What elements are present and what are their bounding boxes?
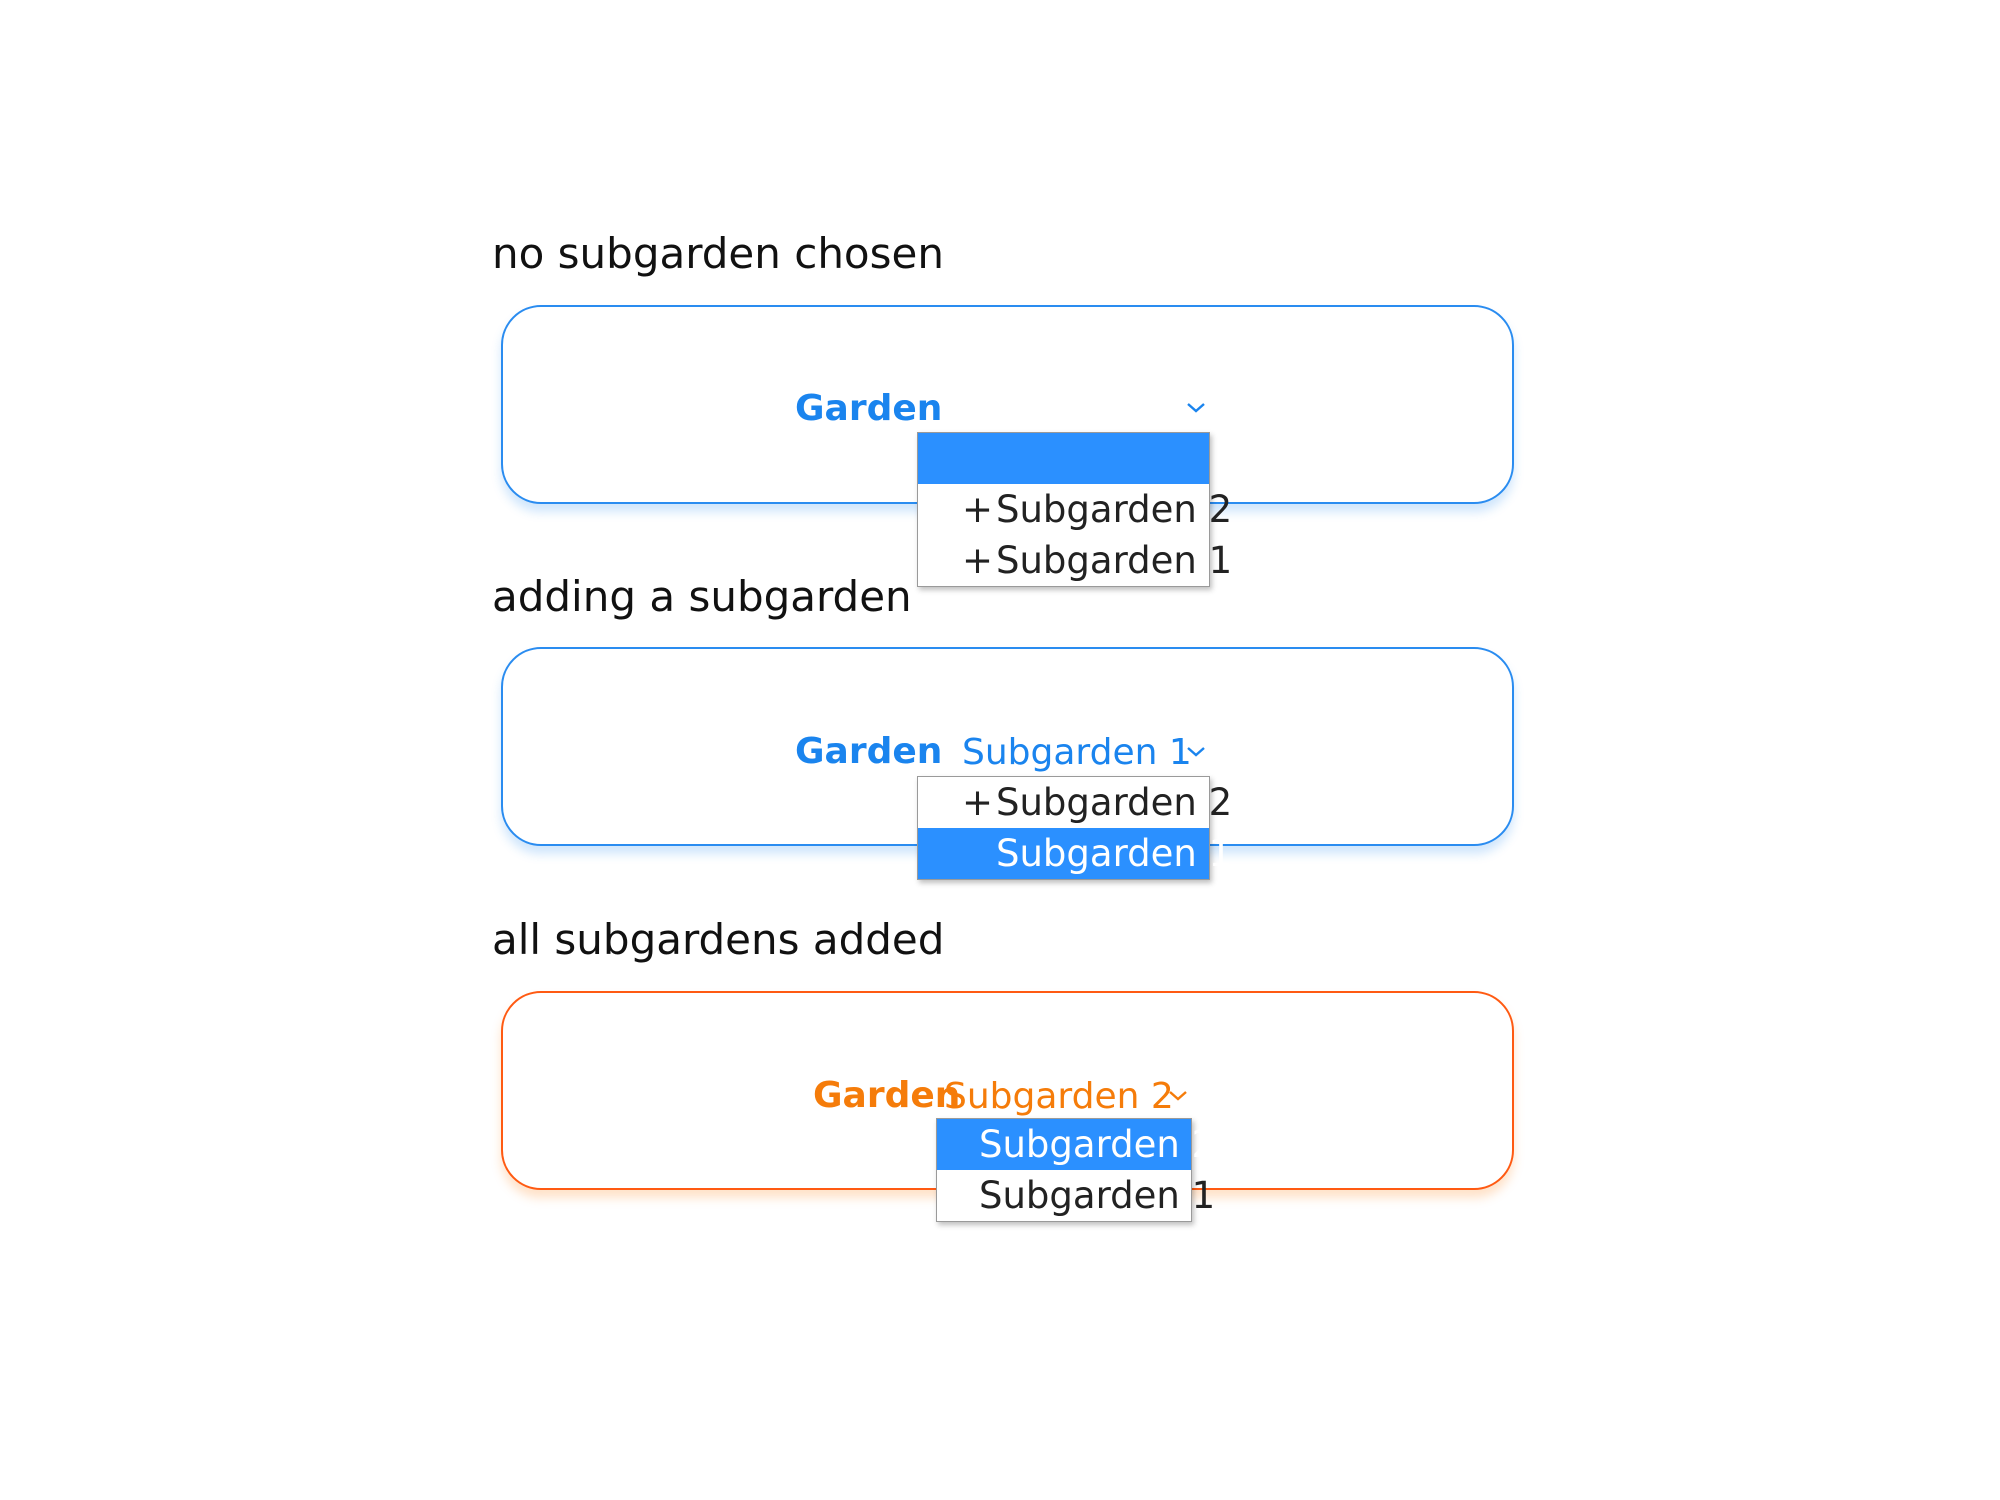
chevron-down-icon[interactable] bbox=[1184, 744, 1208, 760]
option-label: Subgarden 2 bbox=[996, 488, 1233, 531]
option-label: Subgarden 1 bbox=[996, 832, 1233, 875]
dropdown-option-add-subgarden-2[interactable]: + Subgarden 2 bbox=[918, 484, 1232, 535]
dropdown-option-add-subgarden-1[interactable]: + Subgarden 1 bbox=[918, 535, 1232, 586]
subgarden-dropdown: + Subgarden 2 Subgarden 1 bbox=[917, 776, 1232, 880]
chevron-down-icon[interactable] bbox=[1166, 1088, 1190, 1104]
plus-icon: + bbox=[962, 488, 994, 531]
garden-label: Garden bbox=[795, 731, 943, 772]
section-title: adding a subgarden bbox=[492, 572, 912, 621]
option-label: Subgarden 2 bbox=[979, 1123, 1216, 1166]
dropdown-option-subgarden-2[interactable]: Subgarden 2 bbox=[937, 1119, 1215, 1170]
section-title: all subgardens added bbox=[492, 915, 945, 964]
subgarden-select-value[interactable]: Subgarden 1 bbox=[962, 732, 1192, 773]
plus-icon: + bbox=[962, 781, 994, 824]
subgarden-dropdown: Subgarden 2 Subgarden 1 bbox=[936, 1118, 1215, 1222]
option-label: Subgarden 1 bbox=[979, 1174, 1216, 1217]
option-label: Subgarden 1 bbox=[996, 539, 1233, 582]
dropdown-option-add-subgarden-2[interactable]: + Subgarden 2 bbox=[918, 777, 1232, 828]
subgarden-dropdown: + Subgarden 2 + Subgarden 1 bbox=[917, 432, 1232, 587]
dropdown-option-empty[interactable] bbox=[918, 433, 1209, 484]
plus-icon: + bbox=[962, 539, 994, 582]
dropdown-option-subgarden-1[interactable]: Subgarden 1 bbox=[918, 828, 1232, 879]
garden-label: Garden bbox=[813, 1075, 961, 1116]
chevron-down-icon[interactable] bbox=[1184, 400, 1208, 416]
section-title: no subgarden chosen bbox=[492, 229, 944, 278]
subgarden-select-value[interactable]: Subgarden 2 bbox=[944, 1076, 1174, 1117]
dropdown-option-subgarden-1[interactable]: Subgarden 1 bbox=[937, 1170, 1215, 1221]
garden-label: Garden bbox=[795, 388, 943, 429]
option-label: Subgarden 2 bbox=[996, 781, 1233, 824]
